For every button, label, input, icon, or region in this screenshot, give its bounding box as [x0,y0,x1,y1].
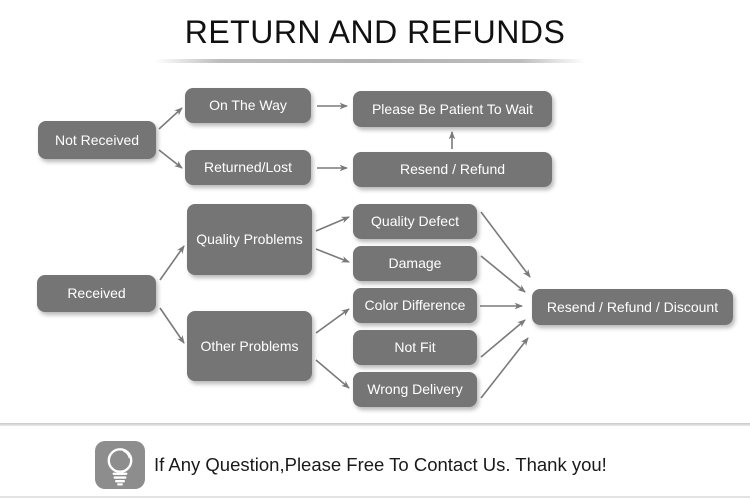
flow-node-not-fit: Not Fit [353,330,477,365]
flow-arrow-quality-problems--quality-defect [315,216,350,232]
flow-node-on-the-way: On The Way [185,88,311,123]
flow-arrow-not-received--on-the-way [158,107,183,130]
flow-arrow-not-received--returned-lost [158,149,183,169]
flow-node-returned-lost: Returned/Lost [185,150,311,185]
page-title: RETURN AND REFUNDS [184,14,566,50]
flow-node-color-difference: Color Difference [353,288,477,323]
flow-arrow-quality-problems--damage [315,248,350,263]
flow-node-resend-refund-discount: Resend / Refund / Discount [532,289,733,325]
flow-node-resend-refund: Resend / Refund [353,152,552,187]
flow-arrow-wrong-delivery--resend-refund-discount [480,337,529,399]
flow-arrow-received--other-problems [159,307,185,344]
flow-arrow-other-problems--wrong-delivery [315,359,350,389]
flow-node-wrong-delivery: Wrong Delivery [353,372,477,407]
flow-arrow-received--quality-problems [159,245,185,281]
flow-node-other-problems: Other Problems [187,311,312,381]
flow-node-damage: Damage [353,246,477,281]
divider-top [0,423,750,426]
flow-node-not-received: Not Received [38,121,156,159]
flow-arrow-damage--resend-refund-discount [480,255,526,293]
footer-note: If Any Question,Please Free To Contact U… [95,441,607,489]
flow-arrow-not-fit--resend-refund-discount [480,319,526,358]
flow-node-quality-defect: Quality Defect [353,204,477,239]
lightbulb-icon [95,441,145,489]
flow-arrow-other-problems--color-difference [315,308,350,334]
divider-bottom [0,496,750,498]
flow-node-please-wait: Please Be Patient To Wait [353,91,552,127]
flow-arrow-quality-defect--resend-refund-discount [480,211,531,278]
title-underline [155,59,585,63]
flow-node-quality-problems: Quality Problems [187,204,312,275]
footer-message: If Any Question,Please Free To Contact U… [154,454,607,475]
flow-node-received: Received [37,275,156,312]
